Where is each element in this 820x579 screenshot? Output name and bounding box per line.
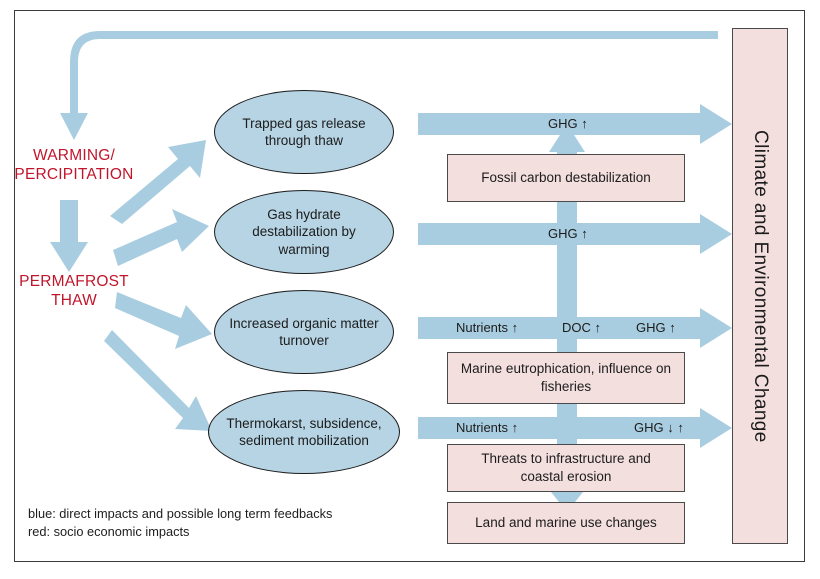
band3-nutrients-label: Nutrients ↑ [456,320,519,335]
legend-blue-line: blue: direct impacts and possible long t… [28,506,333,521]
band1-ghg-label: GHG ↑ [548,116,588,131]
band3-ghg-label: GHG ↑ [636,320,676,335]
driver-warming-line2: PERCIPITATION [14,166,134,183]
outcome-climate-change-bar[interactable]: Climate and Environmental Change [732,28,788,544]
process-trapped-gas[interactable]: Trapped gas release through thaw [214,90,394,174]
band4-nutrients-label: Nutrients ↑ [456,420,519,435]
process-gas-hydrate-label: Gas hydrate destabilization by warming [252,206,356,257]
driver-warming-label: WARMING/ PERCIPITATION [14,146,134,184]
impact-marine-eutrophication-label: Marine eutrophication, influence on fish… [460,361,672,394]
driver-permafrost-label: PERMAFROST THAW [14,272,134,310]
process-trapped-gas-label: Trapped gas release through thaw [242,115,366,149]
band2-ghg-label: GHG ↑ [548,226,588,241]
process-thermokarst[interactable]: Thermokarst, subsidence, sediment mobili… [208,390,400,474]
driver-permafrost-line1: PERMAFROST [19,273,129,290]
impact-land-use-changes[interactable]: Land and marine use changes [447,502,685,544]
process-organic-matter-label: Increased organic matter turnover [229,315,379,349]
impact-fossil-carbon-label: Fossil carbon destabilization [481,170,651,185]
legend-red-line: red: socio economic impacts [28,524,190,539]
driver-warming-line1: WARMING/ [33,147,115,164]
impact-fossil-carbon[interactable]: Fossil carbon destabilization [447,154,685,202]
band3-doc-label: DOC ↑ [562,320,601,335]
band4-ghg-label: GHG ↓ ↑ [634,420,684,435]
impact-land-use-changes-label: Land and marine use changes [475,515,657,530]
process-gas-hydrate[interactable]: Gas hydrate destabilization by warming [214,190,394,274]
impact-marine-eutrophication[interactable]: Marine eutrophication, influence on fish… [447,352,685,404]
impact-infrastructure-threats[interactable]: Threats to infrastructure and coastal er… [447,444,685,492]
impact-infrastructure-threats-label: Threats to infrastructure and coastal er… [481,451,651,484]
driver-permafrost-line2: THAW [51,292,97,309]
outcome-climate-change-label: Climate and Environmental Change [750,129,771,443]
process-thermokarst-label: Thermokarst, subsidence, sediment mobili… [226,415,382,449]
process-organic-matter[interactable]: Increased organic matter turnover [214,290,394,374]
